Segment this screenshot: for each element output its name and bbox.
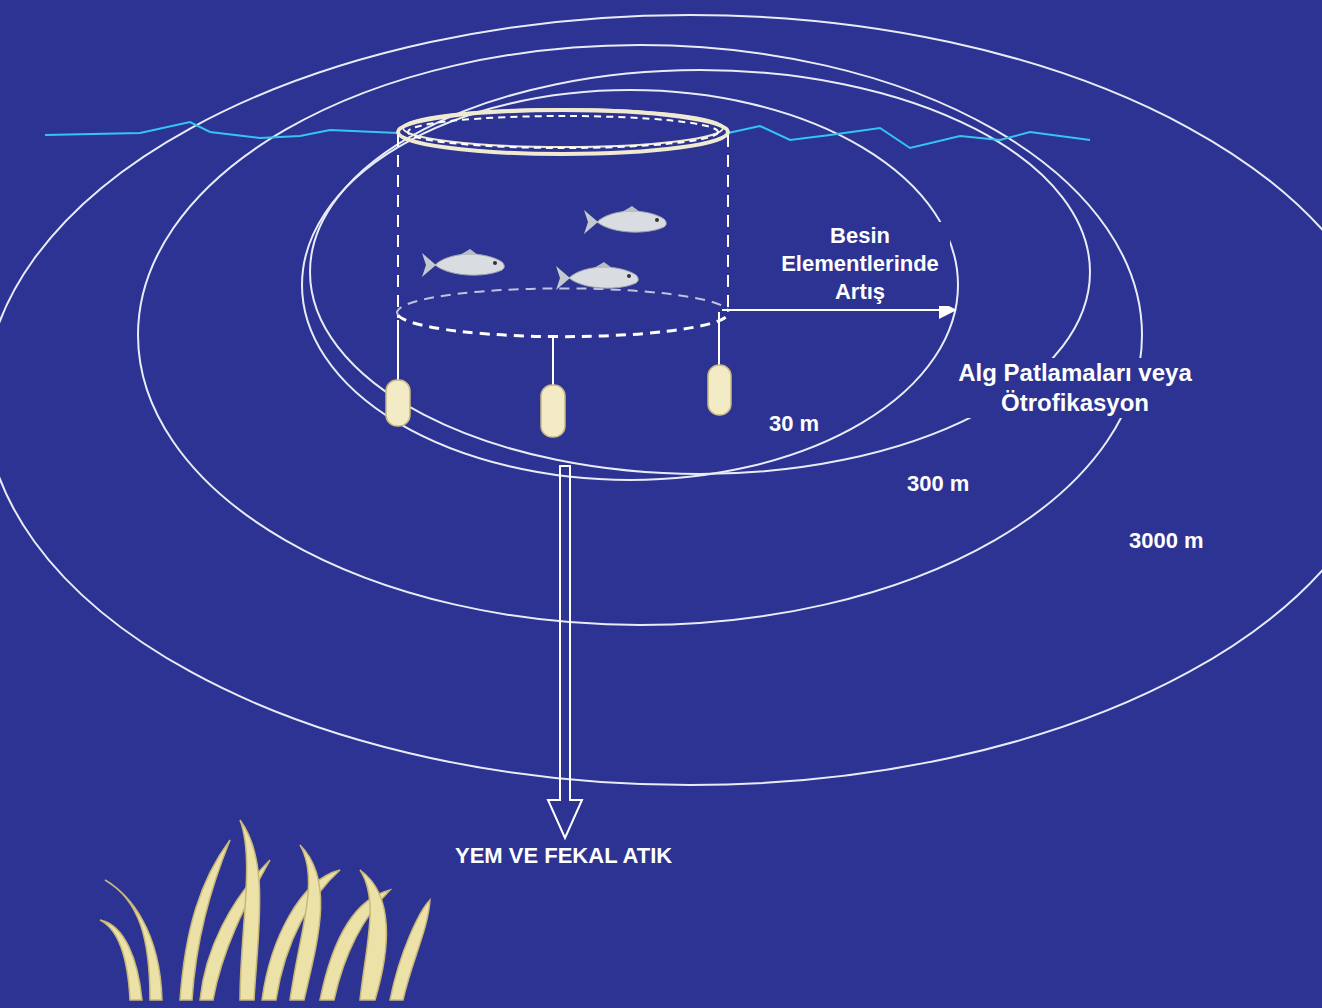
water-surface — [45, 122, 398, 138]
nutrient-arrow — [722, 309, 955, 311]
distance-label: 30 m — [766, 410, 822, 438]
effect-label: Alg Patlamaları veya Ötrofikasyon — [950, 358, 1200, 418]
waste-arrow — [548, 466, 582, 838]
cage-weight — [541, 385, 565, 437]
fish-cage — [386, 109, 731, 437]
fish-group — [422, 206, 666, 290]
ring-3000 — [0, 15, 1322, 785]
seagrass — [100, 820, 430, 1000]
distance-label: 300 m — [904, 470, 972, 498]
ring-300 — [138, 45, 1142, 625]
water-surface — [728, 126, 1090, 148]
distance-label: 3000 m — [1126, 527, 1207, 555]
impact-rings — [0, 15, 1322, 785]
cage-weight — [386, 380, 410, 426]
waste-label: YEM VE FEKAL ATIK — [452, 842, 675, 870]
ring-30 — [302, 90, 958, 480]
effect-label: Besin Elementlerinde Artış — [770, 222, 950, 306]
cage-weight — [708, 365, 731, 415]
